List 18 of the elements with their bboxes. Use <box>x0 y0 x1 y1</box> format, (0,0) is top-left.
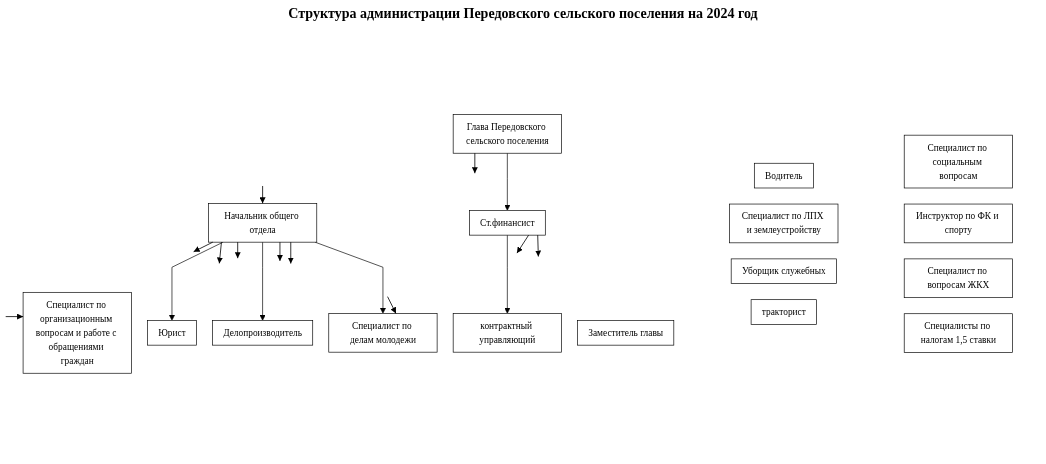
node-box: контрактный управляющий <box>452 313 562 353</box>
node-box: Глава Передовского сельского поселения <box>452 114 562 154</box>
diagram-title: Структура администрации Передовского сельского поселения на 2024 год <box>288 5 758 23</box>
node-box: Юрист <box>147 320 197 346</box>
node-box: Инструктор по ФК и спорту <box>903 203 1013 244</box>
node-box: Специалист по ЛПХ и землеустройству <box>729 203 839 244</box>
node-box: Уборщик служебных <box>730 258 837 285</box>
node-box: тракторист <box>750 299 817 325</box>
node-box: Специалист по делам молодежи <box>328 313 438 353</box>
node-box: Специалист по вопросам ЖКХ <box>903 258 1013 299</box>
node-box: Делопроизводитель <box>212 320 314 346</box>
node-box: Специалист по организационным вопросам и работе с обращениями граждан <box>22 292 132 374</box>
node-box: Заместитель главы <box>577 320 675 346</box>
node-box: Водитель <box>754 163 814 189</box>
node-box: Специалист по социальным вопросам <box>903 135 1013 189</box>
node-box: Начальник общего отдела <box>208 203 318 243</box>
node-box: Специалисты по налогам 1,5 ставки <box>903 313 1013 353</box>
node-box: Ст.финансист <box>469 210 546 236</box>
